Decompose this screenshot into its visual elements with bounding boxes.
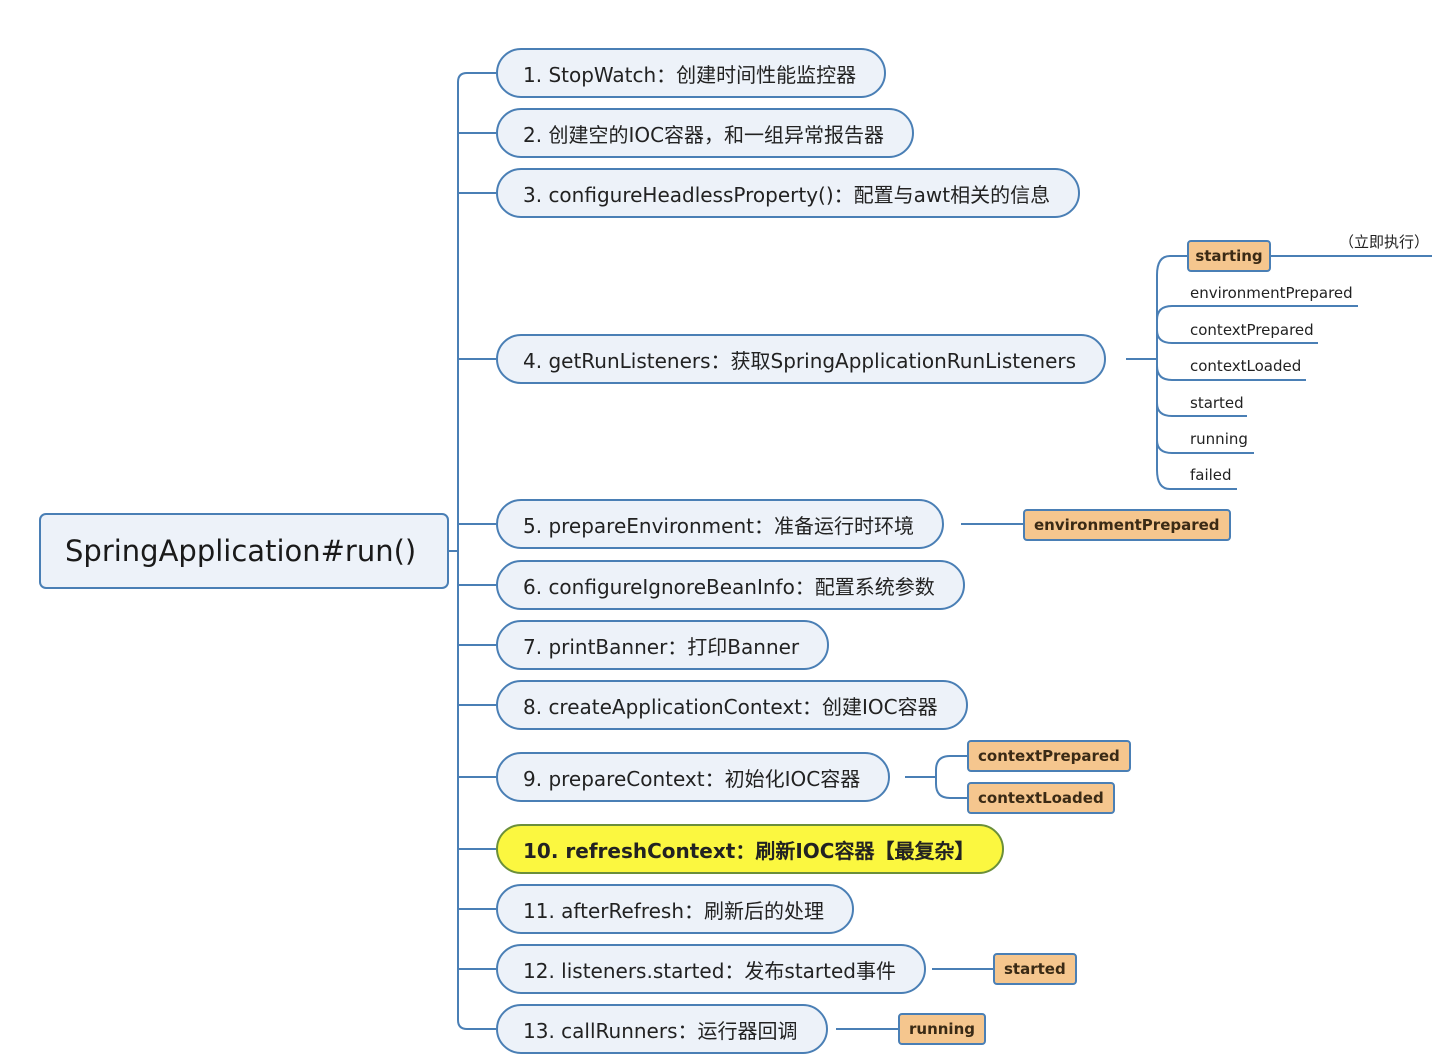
step-node-2[interactable]: 2. 创建空的IOC容器，和一组异常报告器 — [496, 108, 915, 158]
tag-label: started — [1004, 960, 1066, 978]
event-started-tag[interactable]: started — [993, 953, 1077, 985]
step-label: 6. configureIgnoreBeanInfo：配置系统参数 — [523, 574, 935, 599]
step-label: 13. callRunners：运行器回调 — [523, 1018, 798, 1043]
step-node-4[interactable]: 4. getRunListeners：获取SpringApplicationRu… — [496, 334, 1107, 384]
step-node-11[interactable]: 11. afterRefresh：刷新后的处理 — [496, 884, 855, 934]
event-environment-prepared-tag[interactable]: environmentPrepared — [1023, 509, 1231, 541]
step-label: 2. 创建空的IOC容器，和一组异常报告器 — [523, 122, 885, 147]
listener-starting-tag[interactable]: starting — [1187, 240, 1271, 272]
step-node-1[interactable]: 1. StopWatch：创建时间性能监控器 — [496, 48, 887, 98]
step-label: 5. prepareEnvironment：准备运行时环境 — [523, 513, 914, 538]
step-label: 8. createApplicationContext：创建IOC容器 — [523, 694, 938, 719]
listener-item[interactable]: environmentPrepared — [1190, 284, 1353, 302]
listener-item[interactable]: failed — [1190, 466, 1232, 484]
step-label: 4. getRunListeners：获取SpringApplicationRu… — [523, 348, 1077, 373]
step-node-8[interactable]: 8. createApplicationContext：创建IOC容器 — [496, 680, 968, 730]
root-node[interactable]: SpringApplication#run() — [39, 513, 449, 589]
step-node-5[interactable]: 5. prepareEnvironment：准备运行时环境 — [496, 499, 944, 549]
tag-label: contextLoaded — [978, 789, 1104, 807]
step-node-13[interactable]: 13. callRunners：运行器回调 — [496, 1004, 828, 1054]
event-context-prepared-tag[interactable]: contextPrepared — [967, 740, 1131, 772]
tag-label: environmentPrepared — [1034, 516, 1220, 534]
step-node-10[interactable]: 10. refreshContext：刷新IOC容器【最复杂】 — [496, 824, 1005, 874]
step-label: 12. listeners.started：发布started事件 — [523, 958, 896, 983]
listener-item[interactable]: contextLoaded — [1190, 357, 1302, 375]
step-label: 10. refreshContext：刷新IOC容器【最复杂】 — [523, 838, 975, 863]
step-node-9[interactable]: 9. prepareContext：初始化IOC容器 — [496, 752, 891, 802]
step-node-12[interactable]: 12. listeners.started：发布started事件 — [496, 944, 926, 994]
step-node-6[interactable]: 6. configureIgnoreBeanInfo：配置系统参数 — [496, 560, 965, 610]
step-label: 1. StopWatch：创建时间性能监控器 — [523, 62, 857, 87]
event-running-tag[interactable]: running — [898, 1013, 986, 1045]
step-node-3[interactable]: 3. configureHeadlessProperty()：配置与awt相关的… — [496, 168, 1081, 218]
tag-label: contextPrepared — [978, 747, 1120, 765]
starting-note: （立即执行） — [1339, 233, 1430, 251]
step-label: 3. configureHeadlessProperty()：配置与awt相关的… — [523, 182, 1051, 207]
step-label: 11. afterRefresh：刷新后的处理 — [523, 898, 825, 923]
listener-item[interactable]: contextPrepared — [1190, 321, 1314, 339]
root-label: SpringApplication#run() — [65, 534, 417, 568]
tag-label: starting — [1195, 247, 1263, 265]
event-context-loaded-tag[interactable]: contextLoaded — [967, 782, 1115, 814]
step-label: 9. prepareContext：初始化IOC容器 — [523, 766, 861, 791]
tag-label: running — [909, 1020, 975, 1038]
step-label: 7. printBanner：打印Banner — [523, 634, 800, 659]
listener-item[interactable]: running — [1190, 430, 1248, 448]
listener-item[interactable]: started — [1190, 394, 1244, 412]
step-node-7[interactable]: 7. printBanner：打印Banner — [496, 620, 830, 670]
